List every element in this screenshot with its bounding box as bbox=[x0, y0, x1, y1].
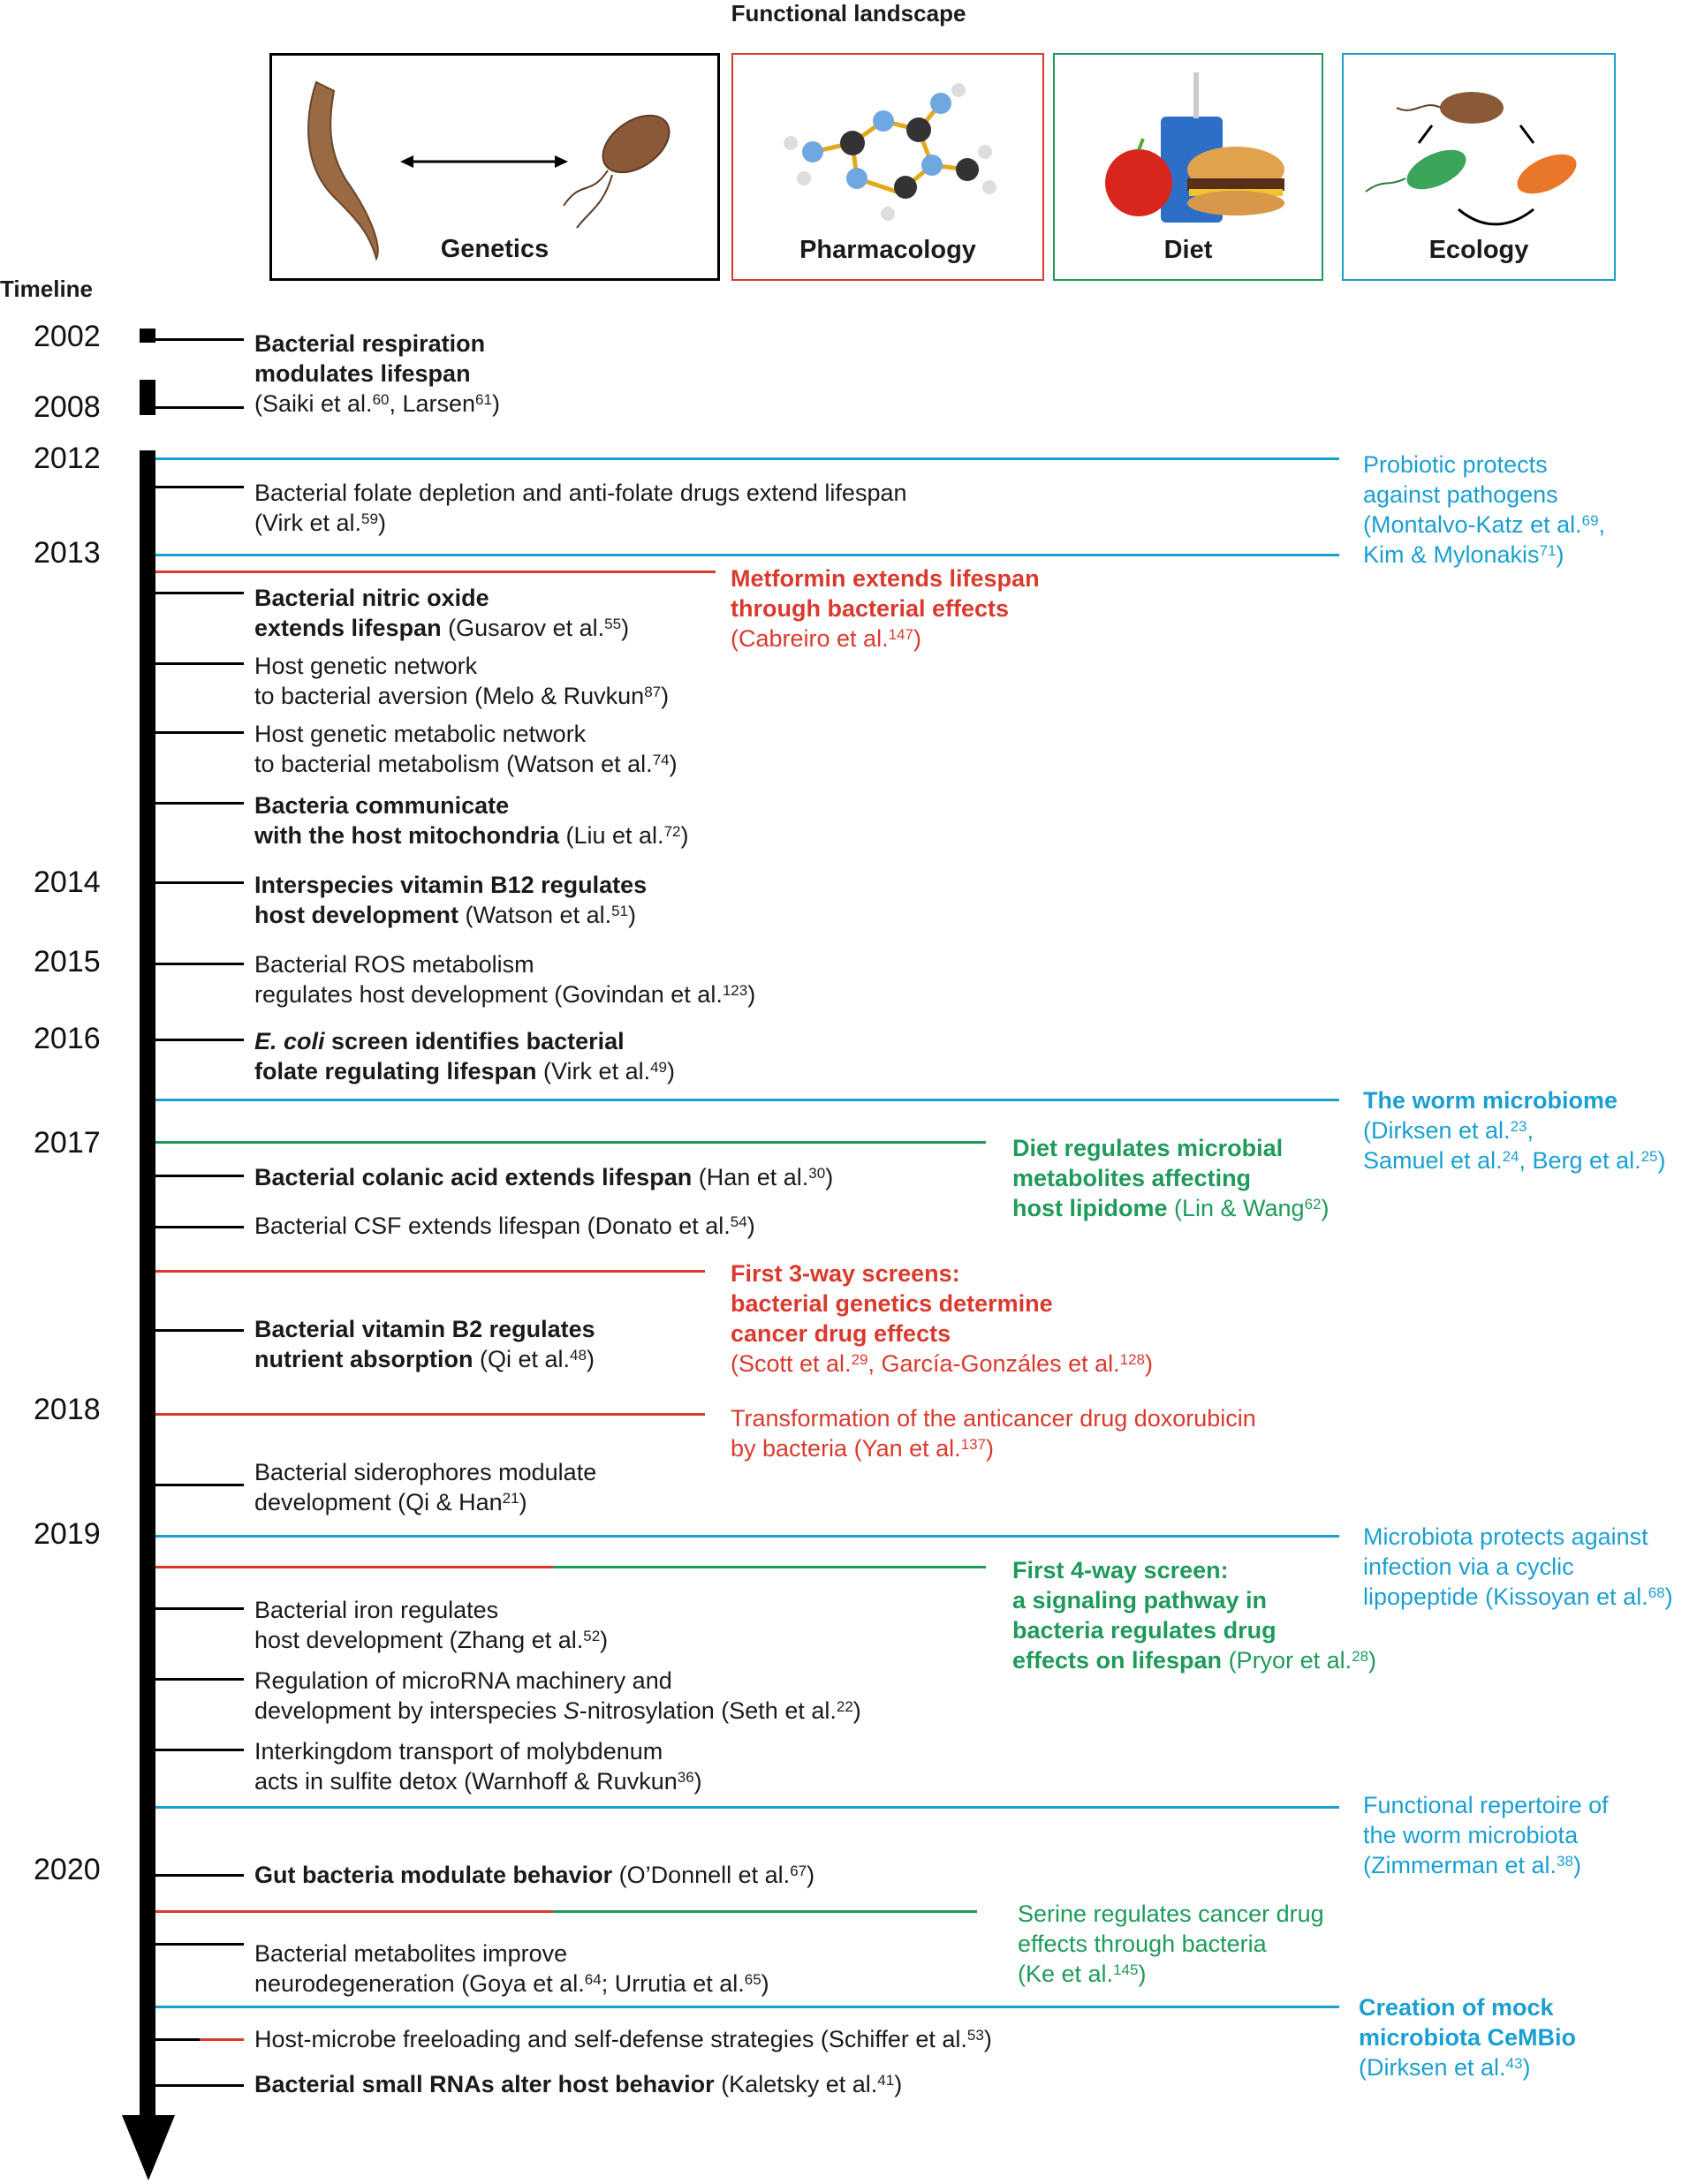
connector-line-ecology bbox=[155, 554, 1339, 556]
connector-line-pharmacology bbox=[155, 1270, 705, 1273]
year-2012: 2012 bbox=[34, 442, 101, 475]
entry-aversion: Host genetic network to bacterial aversi… bbox=[254, 653, 670, 709]
connector-line-pharmacology bbox=[155, 571, 716, 573]
entry-gut-behavior: Gut bacteria modulate behavior (O’Donnel… bbox=[254, 1862, 815, 1888]
entry-b2: Bacterial vitamin B2 regulates nutrient … bbox=[254, 1316, 595, 1372]
connector-line bbox=[155, 1678, 244, 1681]
connector-line-pharmacology bbox=[155, 1566, 553, 1568]
entry-small-rnas: Bacterial small RNAs alter host behavior… bbox=[254, 2071, 903, 2097]
year-2008: 2008 bbox=[34, 390, 101, 424]
annotation-functional-repertoire: Functional repertoire of the worm microb… bbox=[1363, 1792, 1609, 1878]
annotation-diet-lipidome: Diet regulates microbial metabolites aff… bbox=[1012, 1135, 1330, 1221]
year-2013: 2013 bbox=[34, 536, 101, 570]
panel-label-diet: Diet bbox=[1163, 236, 1213, 264]
entry-iron: Bacterial iron regulates host developmen… bbox=[254, 1597, 609, 1653]
connector-line bbox=[155, 2084, 244, 2087]
entry-csf: Bacterial CSF extends lifespan (Donato e… bbox=[254, 1213, 755, 1239]
annotation-probiotic: Probiotic protects against pathogens (Mo… bbox=[1363, 451, 1606, 568]
entry-ros: Bacterial ROS metabolism regulates host … bbox=[254, 951, 756, 1008]
annotation-cyclic-lipopeptide: Microbiota protects against infection vi… bbox=[1363, 1523, 1673, 1610]
panel-label-ecology: Ecology bbox=[1428, 236, 1529, 264]
panel-ecology: Ecology bbox=[1342, 53, 1616, 281]
connector-line-ecology bbox=[155, 1535, 1339, 1538]
connector-line bbox=[155, 1607, 244, 1610]
food-icon bbox=[1105, 72, 1284, 223]
panel-genetics: Genetics bbox=[269, 53, 720, 281]
connector-line bbox=[155, 486, 244, 488]
year-2015: 2015 bbox=[34, 945, 101, 979]
entry-metabolic: Host genetic metabolic network to bacter… bbox=[254, 721, 678, 777]
entry-freeloading: Host-microbe freeloading and self-defens… bbox=[254, 2026, 992, 2052]
entry-microrna: Regulation of microRNA machinery and dev… bbox=[254, 1667, 861, 1724]
connector-line-pharmacology bbox=[155, 1910, 553, 1913]
connector-line-diet bbox=[155, 1141, 986, 1144]
connector-line bbox=[155, 1175, 244, 1177]
connector-line bbox=[155, 1329, 244, 1332]
entry-molybdenum: Interkingdom transport of molybdenum act… bbox=[254, 1738, 702, 1795]
entry-nitric-oxide: Bacterial nitric oxide extends lifespan … bbox=[254, 585, 630, 641]
connector-line-diet bbox=[553, 1566, 986, 1568]
connector-line bbox=[155, 662, 244, 665]
annotation-worm-microbiome: The worm microbiome (Dirksen et al.23, S… bbox=[1363, 1087, 1666, 1174]
year-2017: 2017 bbox=[34, 1126, 101, 1160]
entry-folate: Bacterial folate depletion and anti-fola… bbox=[254, 480, 907, 536]
connector-line bbox=[155, 731, 244, 734]
connector-line bbox=[155, 1874, 244, 1877]
connector-line bbox=[155, 963, 244, 965]
year-2016: 2016 bbox=[34, 1022, 101, 1055]
connector-line-ecology bbox=[155, 1806, 1339, 1809]
year-2018: 2018 bbox=[34, 1393, 101, 1426]
entry-b12: Interspecies vitamin B12 regulates host … bbox=[254, 872, 648, 928]
year-2014: 2014 bbox=[34, 865, 101, 899]
connector-line bbox=[155, 2038, 200, 2041]
timeline-2008-bar bbox=[140, 380, 155, 415]
connector-line bbox=[155, 406, 244, 409]
timeline-2002-marker bbox=[140, 329, 155, 343]
page-title: Functional landscape bbox=[731, 0, 966, 26]
panel-label-pharmacology: Pharmacology bbox=[799, 236, 976, 264]
connector-line bbox=[155, 1943, 244, 1946]
bacteria-interaction-icon bbox=[1365, 92, 1577, 226]
connector-line bbox=[155, 1039, 244, 1041]
connector-line-diet bbox=[553, 1910, 977, 1913]
molecule-icon bbox=[784, 83, 996, 221]
connector-line-ecology bbox=[155, 457, 1339, 460]
panel-label-genetics: Genetics bbox=[440, 235, 549, 263]
annotation-doxorubicin: Transformation of the anticancer drug do… bbox=[731, 1405, 1256, 1462]
annotation-four-way-screen: First 4-way screen: a signaling pathway … bbox=[1012, 1557, 1377, 1674]
connector-line-ecology bbox=[155, 2006, 1339, 2008]
connector-line-ecology bbox=[155, 1099, 1339, 1101]
entry-2002: Bacterial respiration modulates lifespan… bbox=[254, 330, 500, 417]
connector-line bbox=[155, 881, 244, 884]
year-2020: 2020 bbox=[34, 1853, 101, 1886]
timeline-main-bar bbox=[140, 450, 155, 2124]
entry-mitochondria: Bacteria communicate with the host mitoc… bbox=[254, 792, 689, 849]
entry-colanic: Bacterial colanic acid extends lifespan … bbox=[254, 1164, 834, 1190]
entry-siderophores: Bacterial siderophores modulate developm… bbox=[254, 1459, 597, 1515]
timeline-label: Timeline bbox=[0, 276, 94, 302]
connector-line bbox=[155, 592, 244, 594]
connector-line bbox=[155, 1749, 244, 1751]
annotation-cembio: Creation of mock microbiota CeMBio (Dirk… bbox=[1359, 1994, 1577, 2081]
connector-line bbox=[155, 802, 244, 805]
connector-line-pharmacology bbox=[200, 2038, 244, 2041]
annotation-serine: Serine regulates cancer drug effects thr… bbox=[1018, 1901, 1324, 1987]
year-2019: 2019 bbox=[34, 1517, 101, 1551]
panel-pharmacology: Pharmacology bbox=[731, 53, 1044, 281]
connector-line bbox=[155, 1484, 244, 1486]
panel-diet: Diet bbox=[1053, 53, 1323, 281]
entry-neurodegeneration: Bacterial metabolites improve neurodegen… bbox=[254, 1940, 769, 1997]
annotation-metformin: Metformin extends lifespan through bacte… bbox=[731, 565, 1040, 652]
entry-ecoli-screen: E. coli screen identifies bacterial fola… bbox=[254, 1028, 676, 1084]
year-2002: 2002 bbox=[34, 320, 101, 353]
connector-line bbox=[155, 1226, 244, 1228]
connector-line-pharmacology bbox=[155, 1413, 705, 1416]
annotation-three-way-screens: First 3-way screens: bacterial genetics … bbox=[731, 1260, 1153, 1377]
timeline-arrowhead bbox=[122, 2115, 175, 2180]
worm-bacteria-icon bbox=[307, 80, 670, 261]
connector-line bbox=[155, 338, 244, 341]
